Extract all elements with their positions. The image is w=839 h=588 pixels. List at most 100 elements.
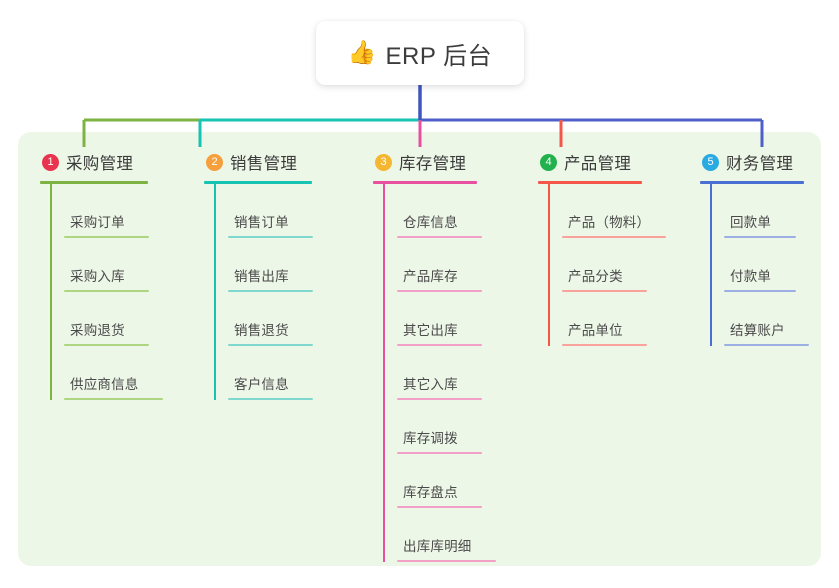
leaf-item[interactable]: 采购订单: [64, 184, 149, 238]
leaf-item-label: 库存调拨: [403, 431, 458, 446]
column-title-4: 产品管理: [564, 155, 632, 173]
column-header-2[interactable]: 2 销售管理: [204, 148, 312, 176]
leaf-item-rule: [64, 398, 163, 400]
leaf-item-label: 采购订单: [70, 215, 125, 230]
leaf-item-rule: [64, 290, 149, 292]
column-items-5: 回款单付款单结算账户: [710, 184, 809, 346]
leaf-item[interactable]: 客户信息: [228, 346, 313, 400]
leaf-item-rule: [562, 290, 647, 292]
leaf-item-label: 其它出库: [403, 323, 458, 338]
column-items-3: 仓库信息产品库存其它出库其它入库库存调拨库存盘点出库库明细: [383, 184, 496, 562]
leaf-item[interactable]: 产品分类: [562, 238, 647, 292]
column-header-rule-1: [40, 181, 148, 184]
column-header-5[interactable]: 5 财务管理: [700, 148, 804, 176]
column-spine-1: [50, 184, 52, 400]
column-badge-3: 3: [375, 153, 392, 171]
leaf-item[interactable]: 结算账户: [724, 292, 809, 346]
leaf-item-label: 付款单: [730, 269, 772, 284]
column-badge-1: 1: [42, 153, 59, 171]
leaf-item[interactable]: 采购退货: [64, 292, 149, 346]
leaf-item-label: 出库库明细: [403, 539, 472, 554]
leaf-item[interactable]: 销售出库: [228, 238, 313, 292]
column-title-2: 销售管理: [230, 155, 298, 173]
leaf-item[interactable]: 销售订单: [228, 184, 313, 238]
leaf-item-rule: [724, 344, 809, 346]
column-header-rule-5: [700, 181, 804, 184]
leaf-item-rule: [397, 290, 482, 292]
column-header-rule-3: [373, 181, 477, 184]
leaf-item[interactable]: 回款单: [724, 184, 804, 238]
column-title-1: 采购管理: [66, 155, 134, 173]
leaf-item-rule: [228, 398, 313, 400]
column-items-1: 采购订单采购入库采购退货供应商信息: [50, 184, 163, 400]
leaf-item-label: 产品库存: [403, 269, 458, 284]
leaf-item-rule: [228, 236, 313, 238]
leaf-item[interactable]: 产品（物料）: [562, 184, 666, 238]
diagram-panel: [18, 132, 821, 566]
leaf-item-label: 销售退货: [234, 323, 289, 338]
leaf-item-rule: [724, 290, 796, 292]
leaf-item-label: 销售出库: [234, 269, 289, 284]
leaf-item-rule: [397, 560, 496, 562]
column-5[interactable]: 5 财务管理回款单付款单结算账户: [700, 148, 809, 346]
leaf-item-rule: [397, 506, 482, 508]
leaf-item-rule: [397, 236, 482, 238]
leaf-item[interactable]: 采购入库: [64, 238, 149, 292]
leaf-item[interactable]: 库存盘点: [397, 454, 482, 508]
leaf-item-label: 产品分类: [568, 269, 623, 284]
leaf-item-rule: [562, 344, 647, 346]
column-header-rule-2: [204, 181, 312, 184]
column-title-5: 财务管理: [726, 155, 794, 173]
column-items-4: 产品（物料） 产品分类产品单位: [548, 184, 666, 346]
leaf-item-rule: [397, 344, 482, 346]
column-spine-3: [383, 184, 385, 562]
leaf-item-label: 客户信息: [234, 377, 289, 392]
leaf-item-rule: [64, 236, 149, 238]
leaf-item[interactable]: 销售退货: [228, 292, 313, 346]
leaf-item-rule: [64, 344, 149, 346]
column-header-4[interactable]: 4 产品管理: [538, 148, 642, 176]
leaf-item[interactable]: 仓库信息: [397, 184, 482, 238]
column-badge-4: 4: [540, 153, 557, 171]
root-node-title: ERP 后台: [385, 42, 493, 70]
leaf-item[interactable]: 付款单: [724, 238, 804, 292]
leaf-item[interactable]: 其它入库: [397, 346, 482, 400]
leaf-item-label: 供应商信息: [70, 377, 139, 392]
column-badge-2: 2: [206, 153, 223, 171]
column-spine-2: [214, 184, 216, 400]
leaf-item-label: 回款单: [730, 215, 772, 230]
column-2[interactable]: 2 销售管理销售订单销售出库销售退货客户信息: [204, 148, 313, 400]
leaf-item[interactable]: 出库库明细: [397, 508, 496, 562]
leaf-item[interactable]: 产品库存: [397, 238, 482, 292]
leaf-item-label: 采购入库: [70, 269, 125, 284]
leaf-item[interactable]: 产品单位: [562, 292, 647, 346]
column-header-rule-4: [538, 181, 642, 184]
thumbs-up-icon: 👍: [347, 38, 377, 65]
leaf-item[interactable]: 其它出库: [397, 292, 482, 346]
leaf-item-rule: [228, 344, 313, 346]
leaf-item-rule: [397, 398, 482, 400]
column-spine-4: [548, 184, 550, 346]
leaf-item-label: 库存盘点: [403, 485, 458, 500]
leaf-item-rule: [228, 290, 313, 292]
column-4[interactable]: 4 产品管理产品（物料） 产品分类产品单位: [538, 148, 666, 346]
leaf-item-rule: [397, 452, 482, 454]
leaf-item[interactable]: 库存调拨: [397, 400, 482, 454]
column-items-2: 销售订单销售出库销售退货客户信息: [214, 184, 313, 400]
leaf-item-rule: [724, 236, 796, 238]
leaf-item-rule: [562, 236, 666, 238]
leaf-item-label: 结算账户: [730, 323, 785, 338]
leaf-item[interactable]: 供应商信息: [64, 346, 163, 400]
root-node-card[interactable]: 👍 ERP 后台: [316, 21, 524, 85]
column-badge-5: 5: [702, 153, 719, 171]
leaf-item-label: 仓库信息: [403, 215, 458, 230]
leaf-item-label: 其它入库: [403, 377, 458, 392]
column-header-1[interactable]: 1 采购管理: [40, 148, 148, 176]
leaf-item-label: 产品单位: [568, 323, 623, 338]
column-1[interactable]: 1 采购管理采购订单采购入库采购退货供应商信息: [40, 148, 163, 400]
leaf-item-label: 销售订单: [234, 215, 289, 230]
column-spine-5: [710, 184, 712, 346]
leaf-item-label: 产品（物料）: [568, 215, 651, 230]
